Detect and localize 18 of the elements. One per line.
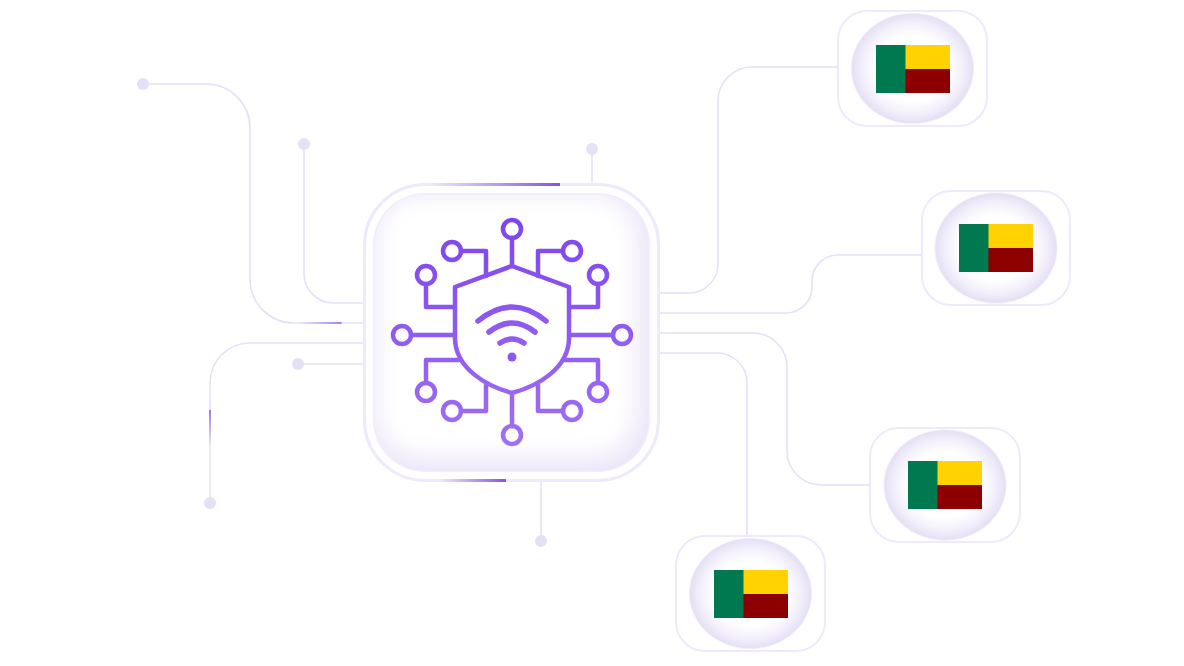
flag-card [921, 190, 1071, 306]
connector-line [659, 332, 870, 486]
endpoint-dot [204, 497, 216, 509]
endpoint-dot [586, 143, 598, 155]
hub-card [363, 183, 660, 482]
endpoint-dot [292, 358, 304, 370]
endpoint-dot [535, 535, 547, 547]
flag-card [675, 535, 826, 652]
connector-line [659, 254, 922, 314]
endpoint-dot [137, 78, 149, 90]
connector-line [303, 149, 364, 304]
connector-line [659, 352, 748, 536]
flag-card [869, 427, 1021, 543]
flag-card [837, 10, 988, 127]
connector-line [659, 66, 838, 294]
connector-line [148, 83, 364, 324]
connector-line [209, 342, 364, 498]
endpoint-dot [298, 138, 310, 150]
